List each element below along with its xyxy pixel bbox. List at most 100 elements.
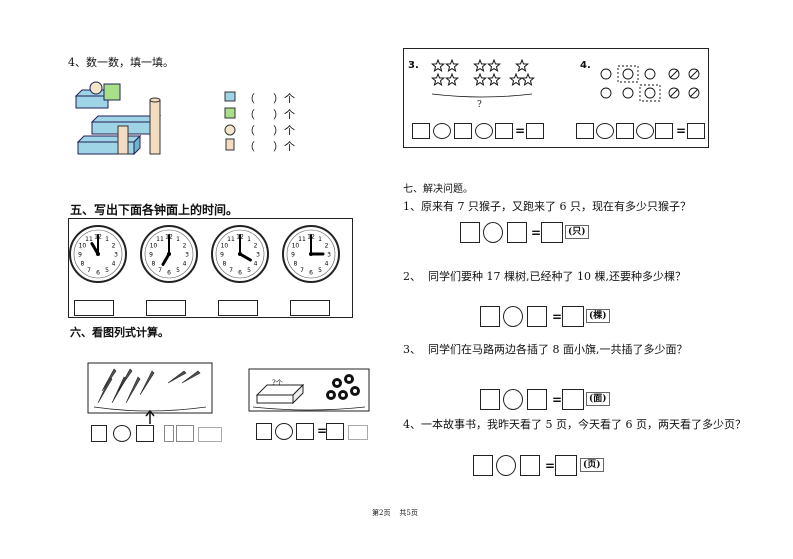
answer-box[interactable] [562, 389, 584, 410]
clock-numeral: 8 [222, 261, 226, 268]
clock-numeral: 11 [85, 236, 93, 243]
time-answer-box[interactable] [146, 300, 186, 316]
star-icon [431, 58, 445, 73]
clock-numeral: 6 [96, 270, 100, 277]
operator-circle[interactable] [496, 455, 516, 476]
answer-box[interactable] [412, 123, 430, 139]
operator-circle[interactable] [636, 123, 654, 139]
answer-box[interactable] [164, 425, 174, 442]
answer-box[interactable] [527, 306, 547, 327]
answer-box[interactable] [507, 222, 527, 243]
answer-box[interactable] [495, 123, 513, 139]
clock-numeral: 8 [80, 261, 84, 268]
clock-numeral: 3 [327, 252, 331, 259]
problem-2: 2、 同学们要种 17 棵树,已经种了 10 棵,还要种多少棵？ [403, 268, 686, 284]
clock-numeral: 8 [293, 261, 297, 268]
clock-numeral: 7 [229, 267, 233, 274]
problem-text: 同学们在马路两边各插了 8 面小旗,一共插了多少面？ [428, 343, 688, 356]
answer-box[interactable] [562, 306, 584, 327]
hour-hand [238, 252, 252, 262]
answer-box[interactable] [91, 425, 107, 442]
operator-circle[interactable] [433, 123, 451, 139]
equals-sign: = [531, 226, 542, 240]
answer-box[interactable] [520, 455, 540, 476]
section6-title: 六、看图列式计算。 [70, 326, 169, 339]
clock-numeral: 10 [221, 243, 229, 250]
answer-box[interactable] [454, 123, 472, 139]
q4-title: 4、数一数，填一填。 [68, 56, 174, 69]
star-icon [473, 58, 487, 73]
time-answer-box[interactable] [290, 300, 330, 316]
problem-4: 4、一本故事书，我昨天看了 5 页，今天看了 6 页，两天看了多少页？ [403, 416, 746, 432]
operator-circle[interactable] [475, 123, 493, 139]
clock-numeral: 4 [112, 261, 116, 268]
answer-box[interactable] [348, 425, 368, 440]
clock-numeral: 9 [78, 252, 82, 259]
section7-title: 七、解决问题。 [403, 184, 473, 195]
clock-numeral: 1 [105, 236, 109, 243]
operator-circle[interactable] [483, 222, 503, 243]
box-balls-illustration [248, 368, 370, 412]
clock-numeral: 11 [156, 236, 164, 243]
answer-box[interactable] [176, 425, 194, 442]
paren-open: （ [244, 124, 255, 137]
answer-box[interactable] [296, 423, 314, 440]
operator-circle[interactable] [596, 123, 614, 139]
operator-circle[interactable] [113, 425, 131, 442]
answer-box[interactable] [541, 222, 563, 243]
equals-sign: = [552, 393, 563, 407]
clock-numeral: 9 [220, 252, 224, 259]
answer-box[interactable] [555, 455, 577, 476]
star-icon [509, 72, 523, 87]
paren-close: ） [273, 92, 284, 105]
problem-number: 4、 [403, 418, 421, 431]
answer-box[interactable] [526, 123, 544, 139]
answer-box[interactable] [460, 222, 480, 243]
clock-numeral: 2 [183, 243, 187, 250]
box-label: ?个 [272, 379, 283, 387]
answer-box[interactable] [198, 427, 222, 442]
answer-box[interactable] [256, 423, 272, 440]
clock-numeral: 6 [309, 270, 313, 277]
answer-box[interactable] [473, 455, 493, 476]
paren-close: ） [273, 140, 284, 153]
hour-hand [161, 252, 171, 266]
operator-circle[interactable] [503, 306, 523, 327]
star-icon [487, 58, 501, 73]
blocks-illustration [74, 81, 162, 156]
operator-circle[interactable] [503, 389, 523, 410]
arrow-up-icon [145, 409, 155, 424]
answer-box[interactable] [687, 123, 705, 139]
count-row: （）个 [244, 90, 295, 106]
clock-numeral: 2 [112, 243, 116, 250]
answer-box[interactable] [480, 306, 500, 327]
operator-circle[interactable] [275, 423, 293, 440]
answer-box[interactable] [576, 123, 594, 139]
paren-open: （ [244, 140, 255, 153]
answer-box[interactable] [616, 123, 634, 139]
time-answer-box[interactable] [74, 300, 114, 316]
clock-numeral: 5 [318, 267, 322, 274]
clock-numeral: 7 [158, 267, 162, 274]
problem-number: 1、 [403, 200, 421, 213]
clock-numeral: 3 [185, 252, 189, 259]
clock-numeral: 7 [87, 267, 91, 274]
problem-1: 1、原来有 7 只猴子，又跑来了 6 只，现在有多少只猴子？ [403, 198, 691, 214]
time-answer-box[interactable] [218, 300, 258, 316]
answer-box[interactable] [480, 389, 500, 410]
count-row: （ ）个 [244, 138, 295, 154]
clock-numeral: 6 [238, 270, 242, 277]
star-icon [445, 58, 459, 73]
answer-box[interactable] [136, 425, 154, 442]
paren-close: ） [273, 108, 284, 121]
page-footer: 第2页 共5页 [372, 508, 418, 518]
answer-box[interactable] [326, 423, 344, 440]
question-mark: ? [477, 100, 482, 110]
unit-label: 个 [284, 140, 295, 153]
answer-box[interactable] [655, 123, 673, 139]
carrots-illustration [87, 362, 213, 414]
answer-box[interactable] [527, 389, 547, 410]
